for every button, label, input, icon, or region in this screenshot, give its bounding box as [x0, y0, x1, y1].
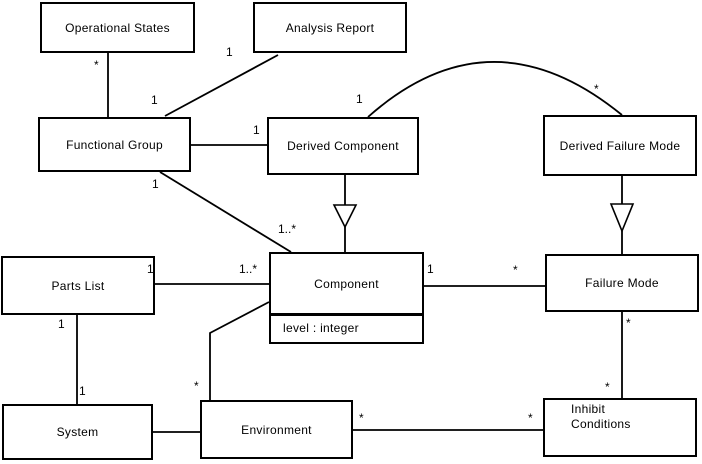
association-derived-component-derived-failure-mode-arc [367, 61, 623, 118]
multiplicity-label: 1 [79, 384, 86, 398]
class-box-analysis-report[interactable]: Analysis Report [253, 2, 407, 53]
generalization-arrow-derived-failure-mode [609, 203, 635, 234]
class-attribute-compartment: level : integer [271, 316, 422, 335]
multiplicity-label: 1 [58, 317, 65, 331]
class-name-derived-failure-mode: Derived Failure Mode [559, 138, 681, 153]
multiplicity-label: 1 [253, 123, 260, 137]
multiplicity-label: * [359, 411, 364, 425]
multiplicity-label: * [194, 379, 199, 393]
class-name-component: Component [314, 276, 379, 291]
association-functional-group-component [159, 171, 292, 253]
class-box-component[interactable]: Component level : integer [269, 252, 424, 344]
multiplicity-label: 1 [152, 177, 159, 191]
association-environment-component [209, 301, 270, 400]
class-name-parts-list: Parts List [51, 278, 105, 293]
attribute-level-integer: level : integer [283, 321, 359, 335]
multiplicity-label: 1 [356, 92, 363, 106]
multiplicity-label: * [594, 82, 599, 96]
class-name-system: System [56, 425, 99, 439]
class-box-system[interactable]: System [2, 404, 153, 460]
class-box-operational-states[interactable]: Operational States [40, 2, 195, 53]
class-box-parts-list[interactable]: Parts List [1, 256, 155, 315]
multiplicity-label: 1 [147, 262, 154, 276]
multiplicity-label: * [513, 263, 518, 277]
class-box-failure-mode[interactable]: Failure Mode [545, 254, 699, 312]
class-name-derived-component: Derived Component [287, 139, 399, 153]
class-box-functional-group[interactable]: Functional Group [38, 117, 191, 172]
association-functional-group-analysis-report [164, 54, 279, 117]
class-name-inhibit-conditions: Inhibit Conditions [571, 402, 631, 431]
class-name-failure-mode: Failure Mode [585, 276, 659, 290]
class-name-operational-states: Operational States [65, 20, 170, 35]
class-box-inhibit-conditions[interactable]: Inhibit Conditions [543, 398, 697, 457]
class-name-analysis-report: Analysis Report [285, 20, 375, 35]
class-box-derived-failure-mode[interactable]: Derived Failure Mode [543, 115, 697, 176]
multiplicity-label: 1 [427, 262, 434, 276]
multiplicity-label: 1..* [239, 262, 258, 276]
multiplicity-label: * [626, 316, 631, 330]
class-name-compartment: Component [271, 254, 422, 316]
class-box-derived-component[interactable]: Derived Component [267, 117, 419, 175]
multiplicity-label: 1 [151, 93, 158, 107]
generalization-arrow-derived-component [332, 204, 358, 229]
multiplicity-label: * [605, 380, 610, 394]
class-name-environment: Environment [241, 422, 312, 437]
class-name-functional-group: Functional Group [66, 137, 163, 152]
multiplicity-label: 1 [226, 45, 233, 59]
multiplicity-label: 1..* [278, 222, 297, 236]
class-box-environment[interactable]: Environment [200, 400, 353, 459]
multiplicity-label: * [94, 58, 99, 72]
multiplicity-label: * [528, 411, 533, 425]
